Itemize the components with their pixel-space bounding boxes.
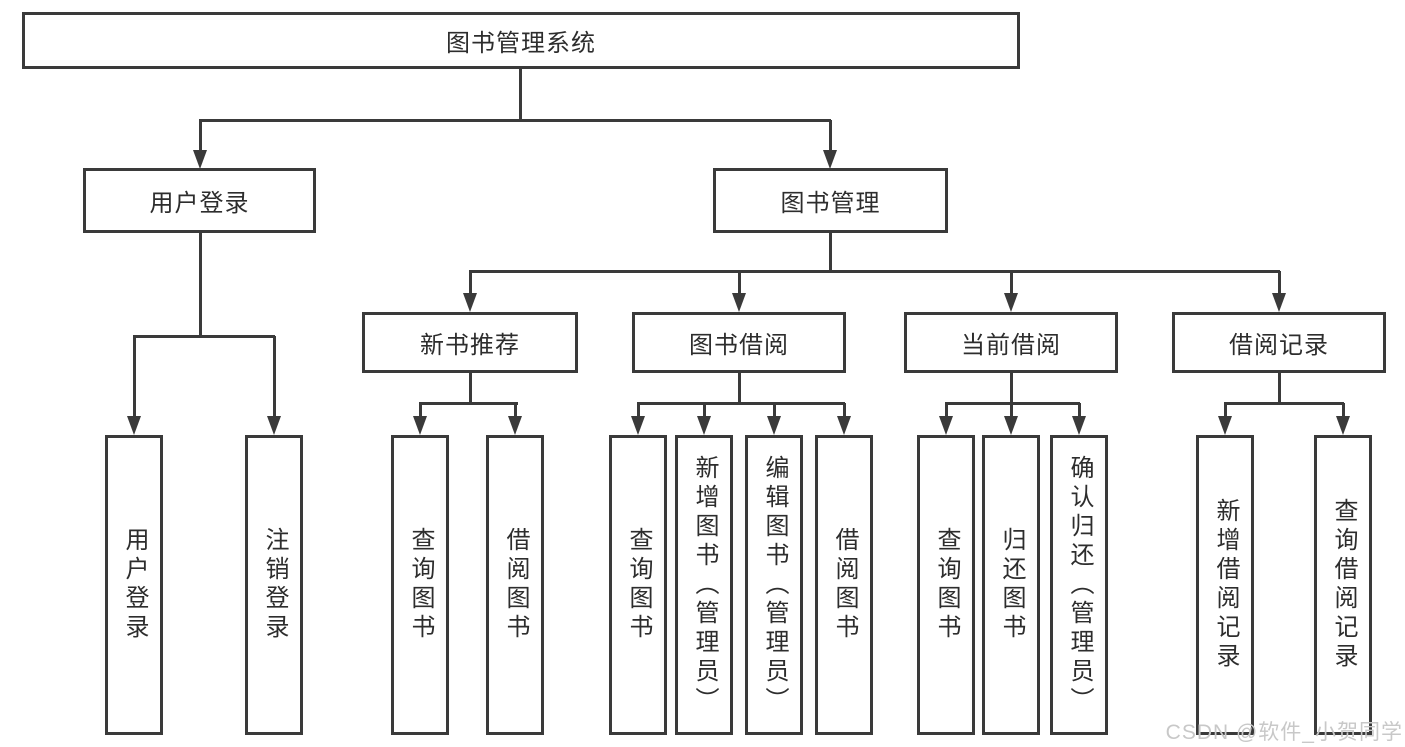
connector-current-borrow-shaft (1010, 271, 1013, 295)
arrowhead-user-login-icon (193, 150, 207, 169)
arrowhead-book-borrow-icon (732, 293, 746, 312)
node-current-borrow: 当前借阅 (904, 312, 1118, 373)
connector-current-borrow-stem (1010, 373, 1013, 404)
arrowhead-cb-confirm-icon (1072, 416, 1086, 435)
node-book-borrow-label: 图书借阅 (689, 332, 789, 359)
connector-book-mgmt-shaft (829, 120, 832, 152)
node-new-book-rec-label: 新书推荐 (420, 332, 520, 359)
node-book-borrow: 图书借阅 (632, 312, 846, 373)
connector-bb-edit-shaft (773, 403, 776, 418)
connector-borrow-records-shaft (1278, 271, 1281, 295)
arrowhead-bb-borrow-icon (837, 416, 851, 435)
leaf-bb-add-books-admin: 新增图书（管理员） (675, 435, 733, 735)
leaf-cb-query-books: 查询图书 (917, 435, 975, 735)
arrowhead-br-add-icon (1218, 416, 1232, 435)
leaf-user-login: 用户登录 (105, 435, 163, 735)
leaf-br-query-record: 查询借阅记录 (1314, 435, 1372, 735)
connector-cb-return-shaft (1010, 403, 1013, 418)
connector-cb-query-shaft (945, 403, 948, 418)
node-user-login: 用户登录 (83, 168, 316, 233)
arrowhead-bb-add-icon (697, 416, 711, 435)
arrowhead-br-query-icon (1336, 416, 1350, 435)
leaf-nb-borrow-books: 借阅图书 (486, 435, 544, 735)
connector-user-login-stem (199, 233, 202, 337)
node-user-login-label: 用户登录 (149, 190, 250, 217)
connector-user-login-rail (133, 335, 275, 338)
connector-bb-query-shaft (637, 403, 640, 418)
connector-br-add-shaft (1224, 403, 1227, 418)
arrowhead-bb-edit-icon (767, 416, 781, 435)
arrowhead-new-book-icon (463, 293, 477, 312)
connector-nb-borrow-shaft (514, 403, 517, 418)
connector-level2-rail (199, 119, 831, 122)
connector-cb-confirm-shaft (1078, 403, 1081, 418)
connector-bb-add-shaft (703, 403, 706, 418)
connector-book-borrow-rail (637, 402, 845, 405)
leaf-cb-confirm-return-admin: 确认归还（管理员） (1050, 435, 1108, 735)
leaf-nb-query-books: 查询图书 (391, 435, 449, 735)
connector-bb-borrow-shaft (843, 403, 846, 418)
node-book-mgmt: 图书管理 (713, 168, 948, 233)
connector-book-mgmt-stem (829, 233, 832, 272)
connector-borrow-records-rail (1224, 402, 1344, 405)
node-new-book-rec: 新书推荐 (362, 312, 578, 373)
connector-new-book-stem (469, 373, 472, 404)
connector-root-stem (519, 69, 522, 120)
leaf-logout: 注销登录 (245, 435, 303, 735)
connector-leaf-login-shaft (133, 336, 136, 418)
connector-nb-query-shaft (419, 403, 422, 418)
connector-new-book-rail (419, 402, 518, 405)
leaf-bb-query-books: 查询图书 (609, 435, 667, 735)
connector-book-borrow-shaft (738, 271, 741, 295)
connector-br-query-shaft (1342, 403, 1345, 418)
arrowhead-cb-return-icon (1004, 416, 1018, 435)
connector-borrow-records-stem (1278, 373, 1281, 404)
node-current-borrow-label: 当前借阅 (961, 332, 1061, 359)
arrowhead-nb-query-icon (413, 416, 427, 435)
arrowhead-bb-query-icon (631, 416, 645, 435)
leaf-cb-return-books: 归还图书 (982, 435, 1040, 735)
arrowhead-current-borrow-icon (1004, 293, 1018, 312)
leaf-bb-edit-books-admin: 编辑图书（管理员） (745, 435, 803, 735)
leaf-br-add-record: 新增借阅记录 (1196, 435, 1254, 735)
arrowhead-book-mgmt-icon (823, 150, 837, 169)
connector-user-login-shaft (199, 120, 202, 152)
node-borrow-records: 借阅记录 (1172, 312, 1386, 373)
arrowhead-leaf-login-icon (127, 416, 141, 435)
connector-book-borrow-stem (738, 373, 741, 404)
csdn-watermark: CSDN @软件_小贺同学 (1165, 721, 1403, 744)
arrowhead-cb-query-icon (939, 416, 953, 435)
arrowhead-nb-borrow-icon (508, 416, 522, 435)
connector-level3-rail (469, 270, 1280, 273)
arrowhead-leaf-logout-icon (267, 416, 281, 435)
leaf-bb-borrow-books: 借阅图书 (815, 435, 873, 735)
connector-leaf-logout-shaft (273, 336, 276, 418)
connector-new-book-shaft (469, 271, 472, 295)
arrowhead-borrow-records-icon (1272, 293, 1286, 312)
node-root-label: 图书管理系统 (446, 30, 596, 57)
node-root: 图书管理系统 (22, 12, 1020, 69)
node-book-mgmt-label: 图书管理 (780, 190, 881, 217)
node-borrow-records-label: 借阅记录 (1229, 332, 1329, 359)
